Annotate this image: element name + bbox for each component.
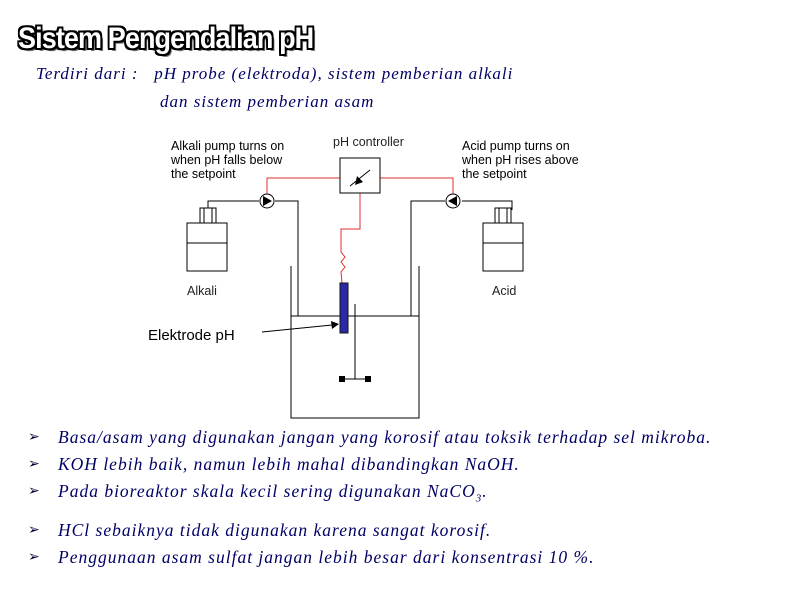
agitator-icon [339,304,371,382]
acid-bottle [482,207,524,272]
bullet-list: ➢ Basa/asam yang digunakan jangan yang ko… [28,424,788,571]
acid-pump-note-2: when pH rises above [461,153,579,167]
alkali-pump-icon [259,193,275,209]
intro-line-2: dan sistem pemberian asam [160,92,375,111]
arrow-bullet-icon: ➢ [28,484,41,499]
ph-controller-label: pH controller [333,135,404,149]
bullet-item: ➢ HCl sebaiknya tidak digunakan karena sa… [28,517,788,544]
arrow-bullet-icon: ➢ [28,522,41,538]
bullet-text: Basa/asam yang digunakan jangan yang kor… [58,427,712,447]
intro-line-1: Terdiri dari : pH probe (elektroda), sis… [36,64,513,84]
electrode-label: Elektrode pH [148,327,235,344]
acid-pump-icon [445,193,461,209]
alkali-pump-note-2: when pH falls below [170,153,283,167]
tubing-lines [207,200,513,316]
bullet-subscript: 3 [475,492,483,505]
arrow-bullet-icon: ➢ [28,549,41,565]
acid-pump-note-3: the setpoint [462,167,527,181]
bullet-item: ➢ Pada bioreaktor skala kecil sering digu… [28,478,788,513]
arrow-bullet-icon: ➢ [28,430,41,445]
bullet-text: Penggunaan asam sulfat jangan lebih besa… [58,546,595,567]
alkali-pump-note-1: Alkali pump turns on [171,139,284,153]
bullet-item: ➢ KOH lebih baik, namun lebih mahal diban… [28,451,788,478]
signal-lines [266,177,454,284]
ph-electrode [339,282,349,334]
bullet-text: KOH lebih baik, namun lebih mahal diband… [58,454,520,474]
alkali-pump-note-3: the setpoint [171,167,236,181]
acid-pump-note-1: Acid pump turns on [462,139,570,153]
acid-label: Acid [492,284,516,298]
alkali-bottle [186,207,228,272]
bullet-item: ➢ Penggunaan asam sulfat jangan lebih bes… [28,544,788,571]
bullet-text: HCl sebaiknya tidak digunakan karena san… [58,519,492,540]
electrode-pointer-arrow [261,321,339,333]
bullet-item: ➢ Basa/asam yang digunakan jangan yang ko… [28,424,788,451]
bullet-text-end: . [482,481,488,501]
alkali-label: Alkali [187,284,217,298]
arrow-bullet-icon: ➢ [28,457,41,472]
controller-needle-icon [349,169,371,187]
bullet-text: Pada bioreaktor skala kecil sering digun… [58,481,476,501]
intro-label: Terdiri dari : [36,64,139,83]
intro-text-1: pH probe (elektroda), sistem pemberian a… [154,64,514,83]
ph-controller-box [339,157,381,194]
page-title: Sistem Pengendalian pH [18,22,314,55]
